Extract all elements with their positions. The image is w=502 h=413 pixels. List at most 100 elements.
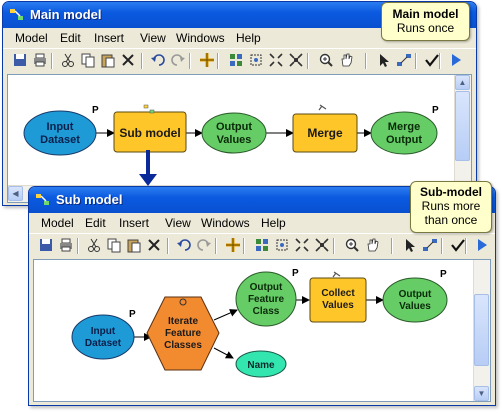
delete-button[interactable] — [145, 236, 163, 254]
menu-model[interactable]: Model — [41, 216, 74, 230]
print-button[interactable] — [57, 236, 75, 254]
redo-button[interactable] — [195, 236, 213, 254]
menu-windows[interactable]: Windows — [176, 31, 225, 45]
save-icon — [14, 54, 26, 66]
delete-button[interactable] — [119, 51, 137, 69]
callout-text: Runs more — [421, 199, 481, 213]
output-values-node[interactable]: Output Values — [201, 112, 267, 154]
menu-edit[interactable]: Edit — [60, 31, 81, 45]
vertical-scrollbar[interactable]: ▼ — [473, 260, 490, 401]
pan-button[interactable] — [337, 51, 355, 69]
input-dataset-node[interactable]: Input Dataset — [71, 314, 135, 360]
cut-button[interactable] — [59, 51, 77, 69]
sub-model-callout: Sub-model Runs more than once — [410, 181, 492, 233]
scroll-down-button[interactable]: ▼ — [474, 386, 489, 401]
paste-button[interactable] — [125, 236, 143, 254]
run-button[interactable] — [447, 51, 465, 69]
paste-button[interactable] — [99, 51, 117, 69]
toolbar-separator — [441, 238, 443, 254]
full-extent-button[interactable] — [247, 51, 265, 69]
scroll-thumb[interactable] — [474, 294, 489, 366]
menu-view[interactable]: View — [165, 216, 191, 230]
menu-windows[interactable]: Windows — [201, 216, 250, 230]
output-values-node[interactable]: Output Values — [382, 277, 448, 323]
redo-button[interactable] — [169, 51, 187, 69]
iterate-feature-classes-node[interactable]: Iterate Feature Classes — [146, 296, 220, 371]
node-label: Dataset — [85, 338, 122, 349]
zoom-in-button[interactable] — [343, 236, 361, 254]
grid-button[interactable] — [253, 236, 271, 254]
fixed-zoom-out-button[interactable] — [313, 236, 331, 254]
print-icon — [34, 53, 46, 67]
copy-button[interactable] — [105, 236, 123, 254]
add-data-button[interactable] — [198, 51, 216, 69]
merge-node[interactable]: Merge — [292, 113, 358, 153]
menu-edit[interactable]: Edit — [85, 216, 106, 230]
sub-model-node[interactable]: Sub model — [113, 111, 187, 153]
menu-insert[interactable]: Insert — [94, 31, 125, 45]
model-canvas[interactable]: Input Dataset P Iterate Feature Classes … — [33, 259, 491, 402]
menu-bar: Model Edit Insert View Windows Help — [29, 213, 495, 233]
undo-button[interactable] — [175, 236, 193, 254]
grid-icon — [230, 54, 242, 66]
delete-icon — [148, 239, 160, 251]
menu-help[interactable]: Help — [261, 216, 286, 230]
scroll-thumb[interactable] — [455, 91, 470, 161]
name-node[interactable]: Name — [235, 350, 287, 378]
toolbar-separator — [439, 53, 441, 69]
run-button[interactable] — [473, 236, 491, 254]
node-label: Input — [47, 121, 74, 133]
modelbuilder-app-icon — [36, 194, 49, 205]
pan-button[interactable] — [363, 236, 381, 254]
run-icon — [478, 239, 487, 251]
add-data-button[interactable] — [224, 236, 242, 254]
collect-values-node[interactable]: Collect Values — [309, 277, 367, 323]
paste-icon — [127, 239, 141, 253]
cut-button[interactable] — [85, 236, 103, 254]
fixed-zoom-in-button[interactable] — [293, 236, 311, 254]
connect-button[interactable] — [421, 236, 439, 254]
fixed-zoom-out-button[interactable] — [287, 51, 305, 69]
select-button[interactable] — [401, 236, 419, 254]
node-label: Merge — [307, 126, 343, 140]
model-canvas[interactable]: Input Dataset P Sub model Output Values … — [7, 74, 472, 203]
connect-button[interactable] — [395, 51, 413, 69]
scroll-up-button[interactable]: ▲ — [455, 75, 470, 90]
full-extent-button[interactable] — [273, 236, 291, 254]
fixed-zoom-in-button[interactable] — [267, 51, 285, 69]
save-button[interactable] — [11, 51, 29, 69]
merge-output-node[interactable]: Merge Output — [370, 111, 438, 155]
menu-view[interactable]: View — [140, 31, 166, 45]
connector — [213, 309, 238, 321]
validate-button[interactable] — [423, 51, 441, 69]
vertical-scrollbar[interactable]: ▲ — [454, 75, 471, 184]
zoom-in-button[interactable] — [317, 51, 335, 69]
input-dataset-node[interactable]: Input Dataset — [23, 110, 97, 156]
scroll-left-button[interactable]: ◀ — [8, 186, 23, 201]
callout-text: than once — [424, 213, 478, 227]
print-button[interactable] — [31, 51, 49, 69]
copy-button[interactable] — [79, 51, 97, 69]
grid-icon — [256, 239, 268, 251]
fixed-zoom-in-icon — [269, 53, 283, 67]
node-label: Dataset — [40, 134, 80, 146]
validate-button[interactable] — [449, 236, 467, 254]
fixed-zoom-in-icon — [295, 238, 309, 252]
select-button[interactable] — [375, 51, 393, 69]
save-button[interactable] — [37, 236, 55, 254]
toolbar-separator — [391, 238, 393, 254]
parameter-flag: P — [432, 105, 439, 116]
toolbar — [29, 233, 495, 258]
output-feature-class-node[interactable]: Output Feature Class — [235, 271, 297, 327]
toolbar — [3, 48, 476, 73]
node-label: Feature — [248, 294, 285, 305]
node-label: Class — [253, 306, 280, 317]
menu-model[interactable]: Model — [15, 31, 48, 45]
undo-icon — [177, 239, 191, 251]
menu-help[interactable]: Help — [236, 31, 261, 45]
cut-icon — [62, 53, 74, 67]
undo-button[interactable] — [149, 51, 167, 69]
node-label: Name — [247, 360, 275, 371]
grid-button[interactable] — [227, 51, 245, 69]
menu-insert[interactable]: Insert — [119, 216, 150, 230]
